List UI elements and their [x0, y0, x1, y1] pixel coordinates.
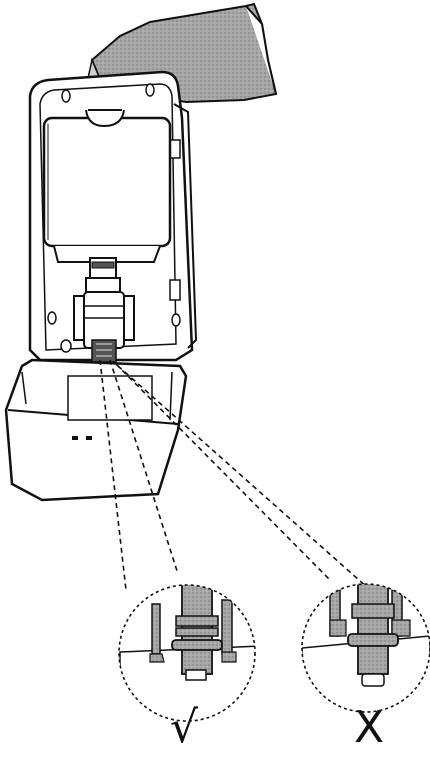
cross-mark-icon: X: [354, 702, 385, 753]
check-mark-icon: √: [170, 702, 199, 753]
detail-correct: [118, 584, 256, 722]
front-cover: [4, 358, 188, 502]
soap-reservoir: [42, 109, 172, 263]
guide-lines: [99, 359, 423, 637]
detail-incorrect: [301, 583, 430, 713]
pump-assembly: [73, 257, 135, 363]
